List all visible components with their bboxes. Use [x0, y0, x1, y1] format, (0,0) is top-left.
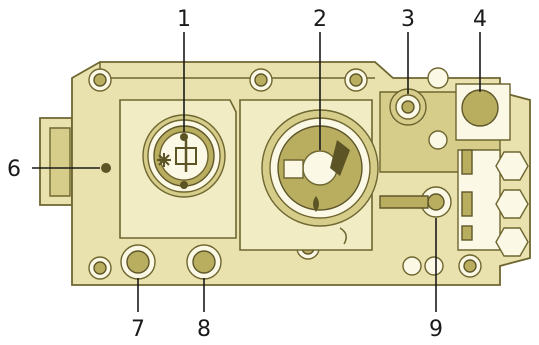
gas-control-knob: [240, 100, 378, 250]
callout-1: 1: [177, 7, 191, 32]
screw-bottom-right: [459, 255, 481, 277]
electrical-terminals: [458, 150, 528, 256]
pilot-knob-assembly: [120, 100, 236, 238]
callout-9: 9: [429, 317, 443, 342]
screw-top-center: [250, 69, 272, 91]
inlet-port-8: [187, 245, 221, 279]
screw-top-left: [89, 69, 111, 91]
callout-3: 3: [401, 7, 415, 32]
screw-top-right: [345, 69, 367, 91]
callout-4: 4: [473, 7, 487, 32]
callout-8: 8: [197, 317, 211, 342]
inlet-port-7: [121, 245, 155, 279]
callout-6: 6: [7, 157, 21, 182]
callout-2: 2: [313, 7, 327, 32]
callout-7: 7: [131, 317, 145, 342]
outlet-port: [456, 84, 510, 140]
side-indicator: [101, 163, 111, 173]
spark-icon: [157, 153, 171, 167]
screw-bottom-left: [89, 257, 111, 279]
